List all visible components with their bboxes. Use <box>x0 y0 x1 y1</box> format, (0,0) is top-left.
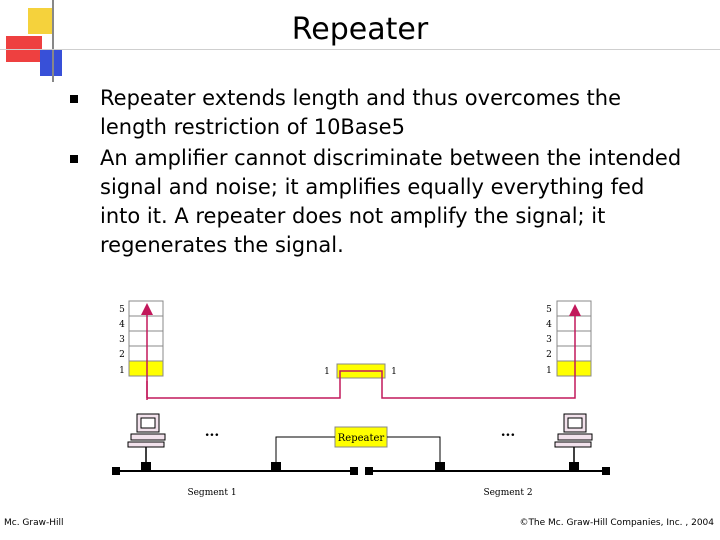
bullet-text: An amplifier cannot discriminate between… <box>100 146 682 257</box>
bullet-item: An amplifier cannot discriminate between… <box>70 144 690 260</box>
left-layer-1: 1 <box>119 366 125 376</box>
data-path-arrow <box>146 310 575 400</box>
segment1-label: Segment 1 <box>187 488 236 498</box>
bullet-square-icon <box>70 155 78 163</box>
deco-yellow-square <box>28 8 54 34</box>
deco-blue-square <box>40 50 62 76</box>
corner-decoration <box>0 0 720 82</box>
repeater-port-left: 1 <box>324 367 330 377</box>
bullet-square-icon <box>70 95 78 103</box>
right-layer-5: 5 <box>546 305 552 315</box>
right-layer-stack: 5 4 3 2 1 <box>546 300 592 377</box>
left-layer-5: 5 <box>119 305 125 315</box>
segment1-cable <box>275 436 335 462</box>
left-computer-icon <box>127 413 166 462</box>
repeater-port-right: 1 <box>391 367 397 377</box>
right-layer-1: 1 <box>546 366 552 376</box>
deco-vertical-line <box>52 0 54 82</box>
right-ellipsis: ... <box>501 424 516 440</box>
slide-title: Repeater <box>291 12 429 47</box>
right-computer-icon <box>554 413 593 462</box>
left-layer-stack: 5 4 3 2 1 <box>119 300 164 377</box>
footer-left: Mc. Graw-Hill <box>4 518 64 528</box>
left-layer-4: 4 <box>119 320 125 330</box>
segment2-label: Segment 2 <box>483 488 532 498</box>
repeater-device: Repeater <box>334 426 388 448</box>
segment2-cable <box>387 436 441 462</box>
right-layer-2: 2 <box>546 350 552 360</box>
left-layer-3: 3 <box>119 335 125 345</box>
repeater-label: Repeater <box>338 433 385 444</box>
deco-horizontal-line <box>0 49 720 50</box>
right-layer-3: 3 <box>546 335 552 345</box>
bullet-text: Repeater extends length and thus overcom… <box>100 86 622 139</box>
bullet-list: Repeater extends length and thus overcom… <box>70 84 690 262</box>
footer-right: ©The Mc. Graw-Hill Companies, Inc. , 200… <box>519 518 714 528</box>
left-layer-2: 2 <box>119 350 125 360</box>
segment1-bus <box>112 462 358 475</box>
segment2-bus <box>365 462 610 475</box>
left-ellipsis: ... <box>205 424 220 440</box>
right-layer-4: 4 <box>546 320 552 330</box>
bullet-item: Repeater extends length and thus overcom… <box>70 84 690 142</box>
